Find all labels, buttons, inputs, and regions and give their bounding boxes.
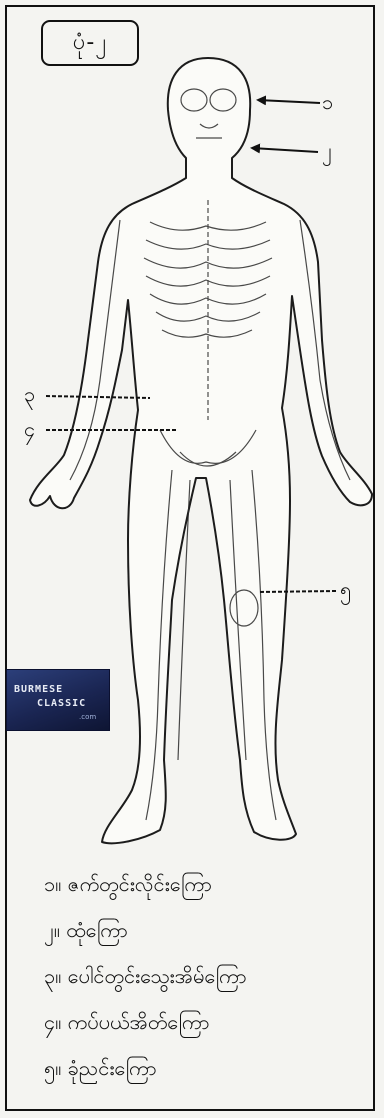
callout-line-2 — [252, 148, 318, 152]
legend-number: ၁။ — [44, 872, 61, 896]
legend-item: ၂။ ထုံကြော — [44, 917, 128, 947]
legend-number: ၄။ — [44, 1010, 61, 1034]
callout-3: ၃ — [24, 384, 35, 404]
legend-number: ၂။ — [44, 918, 60, 942]
legend-item: ၄။ ကပ်ပယ်အိတ်ကြော — [44, 1009, 210, 1039]
legend-item: ၅။ ခုံညင်းကြော — [44, 1055, 157, 1085]
legend-text: ထုံကြော — [66, 918, 128, 942]
callout-4: ၄ — [24, 419, 35, 439]
legend-text: ဇက်တွင်းလိုင်းကြော — [68, 872, 212, 896]
legend-text: ကပ်ပယ်အိတ်ကြော — [68, 1010, 210, 1034]
legend-number: ၅။ — [44, 1056, 61, 1080]
legend-number: ၃။ — [44, 964, 61, 988]
callout-1: ၁ — [322, 92, 333, 112]
watermark-line-1: BURMESE — [14, 684, 63, 695]
legend-text: ခုံညင်းကြော — [68, 1056, 157, 1080]
legend-item: ၁။ ဇက်တွင်းလိုင်းကြော — [44, 871, 212, 901]
legend-text: ပေါင်တွင်းသွေးအိမ်ကြော — [68, 964, 247, 988]
legend-item: ၃။ ပေါင်တွင်းသွေးအိမ်ကြော — [44, 963, 247, 993]
watermark-line-2: CLASSIC — [37, 698, 86, 709]
callout-line-5 — [258, 591, 336, 592]
callout-5: ၅ — [340, 579, 351, 599]
watermark-logo: BURMESE CLASSIC .com — [6, 669, 110, 731]
callout-line-1 — [258, 100, 320, 103]
callout-2: ၂ — [322, 140, 332, 160]
watermark-line-3: .com — [79, 713, 96, 721]
